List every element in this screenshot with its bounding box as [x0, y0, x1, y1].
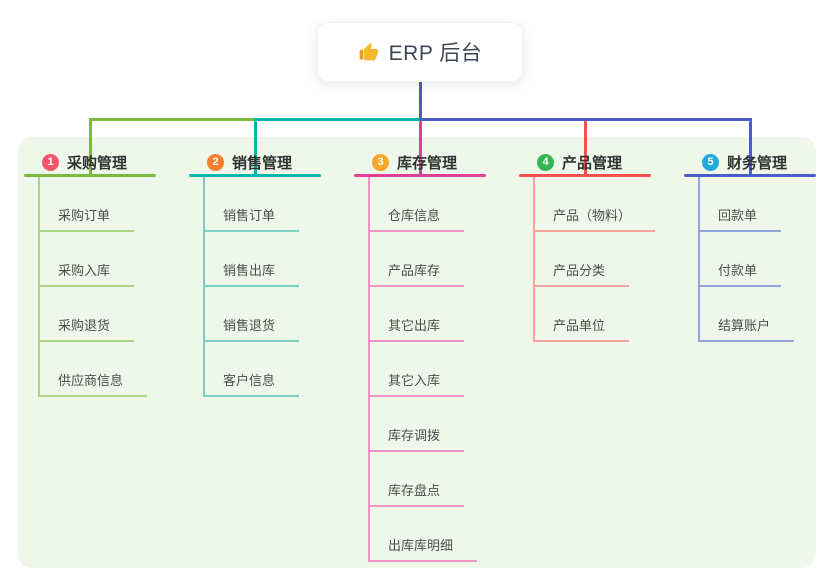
child-node[interactable]: 出库库明细 [368, 534, 478, 562]
child-node[interactable]: 产品单位 [533, 314, 630, 342]
child-node[interactable]: 仓库信息 [368, 204, 465, 232]
branch-badge-2: 2 [207, 153, 224, 171]
root-node-label: ERP 后台 [388, 42, 483, 65]
child-node[interactable]: 其它入库 [368, 369, 465, 397]
child-node[interactable]: 销售退货 [203, 314, 300, 342]
child-node[interactable]: 库存调拨 [368, 424, 465, 452]
child-node[interactable]: 产品分类 [533, 259, 630, 287]
child-node[interactable]: 库存盘点 [368, 479, 465, 507]
child-node[interactable]: 销售订单 [203, 204, 300, 232]
branches-background-panel [18, 137, 816, 568]
branch-trunk-line-3 [368, 177, 370, 562]
branch-drop-line-5 [748, 121, 752, 177]
branch-header-5[interactable]: 5 财务管理 [684, 150, 816, 174]
child-node[interactable]: 采购退货 [38, 314, 135, 342]
branch-header-3[interactable]: 3 库存管理 [354, 150, 486, 174]
branch-header-2[interactable]: 2 销售管理 [189, 150, 321, 174]
child-node[interactable]: 产品库存 [368, 259, 465, 287]
branch-badge-4: 4 [537, 153, 554, 171]
branch-underline-3 [354, 174, 486, 177]
root-connector-line [418, 82, 422, 121]
branch-trunk-line-4 [533, 177, 535, 342]
branch-underline-1 [24, 174, 156, 177]
branch-header-4[interactable]: 4 产品管理 [519, 150, 651, 174]
branch-trunk-line-1 [38, 177, 40, 397]
branch-underline-5 [684, 174, 816, 177]
child-node[interactable]: 其它出库 [368, 314, 465, 342]
thumbs-up-icon [358, 42, 379, 63]
branch-drop-line-4 [583, 121, 587, 177]
branch-drop-line-1 [88, 121, 92, 177]
child-node[interactable]: 供应商信息 [38, 369, 148, 397]
child-node[interactable]: 回款单 [698, 204, 782, 232]
branch-trunk-line-5 [698, 177, 700, 342]
child-node[interactable]: 销售出库 [203, 259, 300, 287]
child-node[interactable]: 采购入库 [38, 259, 135, 287]
child-node[interactable]: 结算账户 [698, 314, 795, 342]
bus-line-segment-3 [418, 118, 752, 121]
child-node[interactable]: 采购订单 [38, 204, 135, 232]
branch-drop-line-2 [253, 121, 257, 177]
branch-trunk-line-2 [203, 177, 205, 397]
root-node[interactable]: ERP 后台 [317, 22, 523, 82]
branch-drop-line-3 [418, 121, 422, 177]
child-node[interactable]: 产品（物料） [533, 204, 656, 232]
branch-label: 销售管理 [232, 154, 293, 172]
branch-label: 财务管理 [727, 154, 788, 172]
branch-badge-3: 3 [372, 153, 389, 171]
child-node[interactable]: 客户信息 [203, 369, 300, 397]
branch-label: 采购管理 [67, 154, 128, 172]
branch-label: 库存管理 [397, 154, 458, 172]
branch-badge-5: 5 [702, 153, 719, 171]
child-node[interactable]: 付款单 [698, 259, 782, 287]
bus-line-segment-1 [88, 118, 257, 121]
branch-badge-1: 1 [42, 153, 59, 171]
branch-underline-4 [519, 174, 651, 177]
branch-underline-2 [189, 174, 321, 177]
branch-header-1[interactable]: 1 采购管理 [24, 150, 156, 174]
bus-line-segment-2 [253, 118, 422, 121]
branch-label: 产品管理 [562, 154, 623, 172]
